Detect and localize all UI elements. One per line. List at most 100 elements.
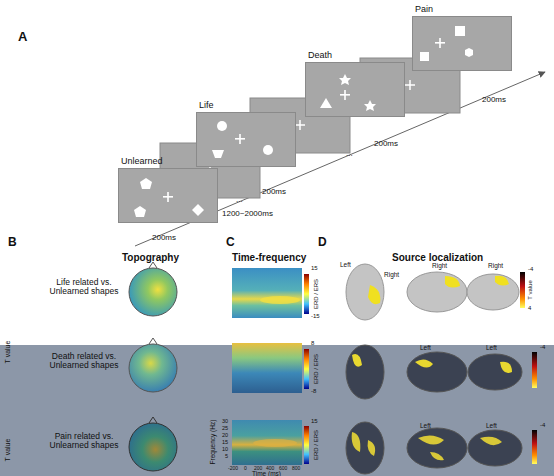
stimulus-shape (320, 98, 332, 108)
ellipsis: ... (346, 150, 353, 159)
stimulus-shape (263, 145, 273, 155)
topography-map (149, 417, 157, 423)
duration-label: 1200~2000ms (222, 210, 273, 219)
condition-label: Pain (415, 4, 433, 14)
condition-label: Life (199, 100, 214, 110)
time-frequency-map (232, 268, 302, 465)
panel-title: Source localization (392, 252, 483, 263)
panel-letter: D (318, 236, 327, 249)
colorbar-title: T value (4, 341, 12, 364)
colorbar-title: ERD / ERS (313, 279, 320, 309)
colorbar-tick: 15 (311, 265, 318, 272)
brain-render (346, 345, 384, 399)
time-frequency-map (232, 420, 302, 465)
color-bar (520, 272, 525, 308)
panel-letter: B (8, 236, 17, 249)
stimulus-shape (364, 100, 376, 111)
stimulus-shape (339, 74, 351, 85)
row-label: Pain related vs. Unlearned shapes (40, 432, 128, 451)
fixation-screen (299, 120, 301, 130)
view-label: Left (420, 344, 431, 351)
color-bar (532, 430, 537, 464)
duration-label: 200ms (262, 188, 286, 197)
brain-render (467, 274, 519, 310)
stimulus-screen: Life (196, 112, 296, 167)
stimulus-shape (344, 90, 346, 100)
colorbar-tick: -4 (540, 422, 545, 429)
duration-label: 200ms (374, 140, 398, 149)
stimulus-shape (134, 206, 146, 217)
duration-label: 200ms (482, 96, 506, 105)
stimulus-screen: Unlearned (118, 168, 218, 223)
stimulus-shape (235, 138, 245, 140)
colorbar-title: T value (4, 439, 12, 462)
axis-tick: 0 (244, 466, 247, 472)
stimulus-shape (239, 134, 241, 144)
axis-title: Frequency (Hz) (209, 420, 216, 465)
brain-render (346, 264, 522, 474)
stimulus-shape (340, 94, 350, 96)
colorbar-tick: -15 (311, 313, 320, 320)
colorbar-title: ERD / ERS (313, 430, 320, 460)
topography-map (129, 423, 177, 471)
brain-render (407, 352, 467, 392)
brain-render (445, 276, 460, 288)
view-label: Right (384, 271, 399, 278)
brain-render (352, 432, 375, 456)
colorbar-tick: 4 (528, 305, 531, 312)
axis-tick: 10 (222, 446, 228, 452)
color-bar (304, 274, 309, 314)
condition-label: Death (308, 50, 332, 60)
time-frequency-map (232, 268, 302, 318)
row-label: Life related vs. Unlearned shapes (40, 278, 128, 297)
brain-render (500, 362, 512, 373)
topography-map (129, 262, 177, 471)
condition-label: Unlearned (121, 156, 163, 166)
view-label: Left (486, 344, 497, 351)
time-frequency-map (232, 343, 302, 393)
panel-letter: C (226, 236, 235, 249)
axis-tick: 20 (222, 432, 228, 438)
brain-render (368, 285, 380, 304)
axis-title: Time (ms) (252, 470, 281, 476)
brain-render (415, 359, 433, 367)
stimulus-shape (217, 121, 227, 131)
colorbar-tick: 15 (311, 418, 318, 425)
axis-tick: 25 (222, 425, 228, 431)
colorbar-tick: -4 (528, 266, 533, 273)
topography-map (149, 338, 157, 344)
brain-render (346, 422, 384, 474)
view-label: Left (340, 261, 351, 268)
stimulus-shape (435, 42, 445, 44)
brain-render (418, 435, 444, 460)
brain-render (407, 272, 467, 312)
stimulus-shape (140, 178, 152, 189)
colorbar-tick: -8 (311, 388, 316, 395)
brain-render (468, 430, 522, 466)
color-bar (304, 426, 309, 464)
colorbar-title: ERD / ERS (313, 354, 320, 384)
panel-title: Topography (122, 252, 179, 263)
stimulus-screen: Pain (412, 16, 512, 71)
view-label: Left (420, 422, 431, 429)
stimulus-shape (465, 48, 473, 57)
colorbar-title: T value (527, 280, 534, 300)
view-label: Right (488, 262, 503, 269)
topography-map (129, 344, 177, 392)
time-frequency-map (253, 439, 297, 447)
stimulus-shape (167, 192, 169, 202)
ellipsis: ... (236, 196, 243, 205)
fixation-screen (409, 80, 411, 90)
stimulus-shape (439, 38, 441, 48)
axis-tick: 800 (292, 466, 300, 472)
colorbar-tick: -4 (540, 344, 545, 351)
axis-tick: 15 (222, 439, 228, 445)
brain-render (346, 264, 384, 320)
brain-render (480, 437, 502, 446)
brain-render (468, 354, 522, 390)
color-bar (304, 349, 309, 389)
color-bar (532, 352, 537, 388)
brain-render (495, 276, 509, 286)
topography-map (129, 268, 177, 316)
